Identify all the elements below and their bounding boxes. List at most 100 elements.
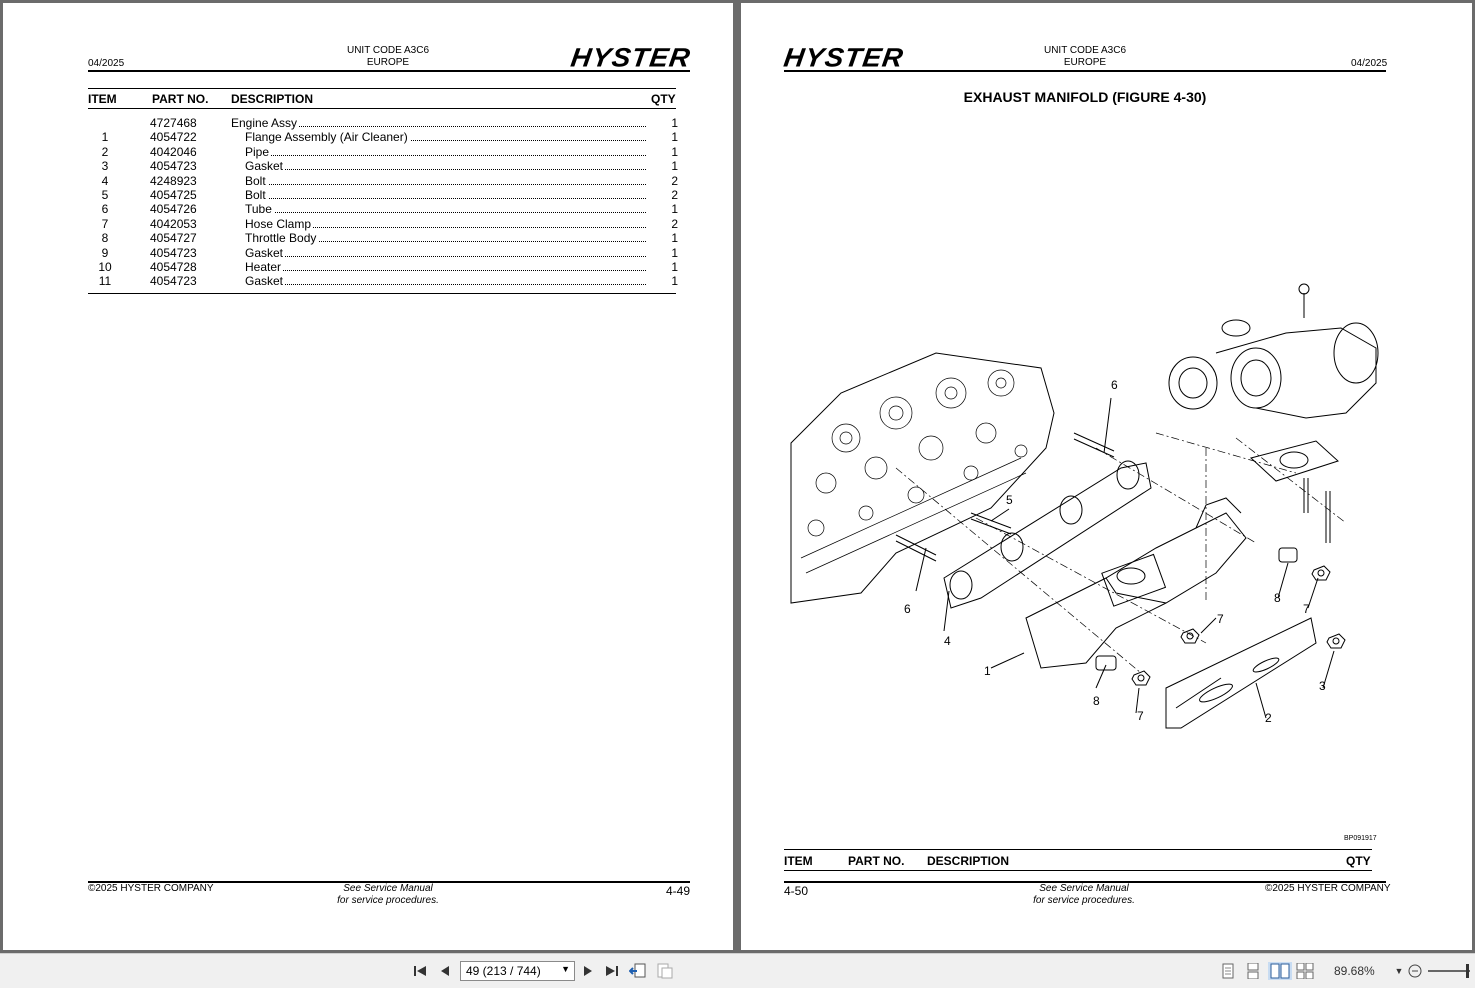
zoom-slider-thumb[interactable] [1466, 964, 1469, 978]
nut-7-bottom [1131, 670, 1151, 686]
cell-description-text: Heater [245, 260, 284, 274]
turbo-gasket [1249, 440, 1339, 482]
cell-qty: 1 [671, 116, 678, 130]
cell-description: Gasket [245, 159, 646, 174]
callout-3: 3 [1319, 679, 1326, 693]
cell-qty: 2 [671, 188, 678, 202]
footer-note-line2: for service procedures. [1033, 895, 1135, 906]
cell-qty: 1 [671, 274, 678, 289]
col-header-description: DESCRIPTION [927, 854, 1010, 868]
col-header-part-no: PART NO. [152, 92, 209, 106]
cell-part-no: 4042053 [150, 216, 197, 231]
page-number-value: 49 (213 / 744) [466, 964, 541, 978]
cell-item: 3 [101, 159, 109, 174]
cell-qty: 1 [671, 260, 678, 274]
exhaust-manifold-figure: 6 5 6 4 1 8 7 7 8 7 3 2 [790, 283, 1379, 729]
facing-icon[interactable] [1268, 962, 1292, 980]
exhaust-manifold [1025, 512, 1247, 669]
cell-description: Hose Clamp [245, 216, 646, 231]
table-header-rule [784, 870, 1372, 871]
callout-4: 4 [944, 634, 951, 648]
cell-description: Bolt [245, 188, 646, 202]
cell-item: 9 [101, 245, 109, 260]
header-rule [88, 70, 690, 72]
zoom-out-icon[interactable] [1407, 962, 1423, 980]
turbocharger [1168, 283, 1379, 419]
cell-qty: 2 [671, 173, 678, 188]
prev-page-icon[interactable] [437, 962, 453, 980]
next-view-icon[interactable] [656, 962, 674, 980]
cell-part-no: 4054728 [150, 260, 197, 274]
cell-description: Heater [245, 260, 646, 274]
cell-part-no: 4054723 [150, 274, 197, 289]
header-unit-code: UNIT CODE A3C6 [1043, 45, 1127, 56]
cell-qty: 2 [671, 216, 678, 231]
hyster-logo: HYSTER [568, 42, 693, 73]
cell-part-no: 4054723 [150, 245, 197, 260]
cell-part-no: 4054726 [150, 202, 197, 217]
cell-description-text: Hose Clamp [245, 216, 314, 231]
table-row: 7 4042053 Hose Clamp 2 [88, 216, 678, 231]
continuous-icon[interactable] [1245, 962, 1261, 980]
footer-page-number: 4-49 [666, 884, 691, 898]
cell-item: 2 [101, 144, 109, 159]
cell-description-text: Throttle Body [245, 231, 319, 246]
callout-1: 1 [984, 664, 991, 678]
cell-description: Pipe [245, 144, 646, 159]
header-date: 04/2025 [1351, 58, 1388, 69]
table-row: 4727468 Engine Assy 1 [88, 116, 678, 130]
stud-5 [970, 512, 1012, 535]
cell-qty: 1 [671, 159, 678, 174]
chevron-down-icon: ▼ [561, 964, 570, 974]
first-page-icon[interactable] [412, 962, 428, 980]
table-top-rule [88, 88, 676, 89]
cell-description-text: Gasket [245, 159, 286, 174]
turbo-stud-right [1325, 491, 1331, 543]
header-rule [784, 70, 1386, 72]
continuous-facing-icon[interactable] [1296, 962, 1314, 980]
single-page-icon[interactable] [1220, 962, 1236, 980]
col-header-qty: QTY [1346, 854, 1371, 868]
callout-8-top: 8 [1274, 591, 1281, 605]
zoom-slider[interactable] [1428, 964, 1470, 978]
cell-part-no: 4727468 [150, 116, 197, 130]
col-header-item: ITEM [88, 92, 117, 106]
cell-description-text: Gasket [245, 245, 286, 260]
zoom-level[interactable]: 89.68% [1334, 964, 1375, 978]
footer-rule [784, 881, 1386, 883]
cell-description-text: Tube [245, 202, 274, 217]
page-number-select[interactable]: 49 (213 / 744) ▼ [460, 961, 575, 981]
callout-6-bottom: 6 [904, 602, 911, 616]
callout-6-top: 6 [1111, 378, 1118, 392]
zoom-dropdown-icon[interactable]: ▼ [1394, 966, 1404, 976]
cell-description: Throttle Body [245, 231, 646, 246]
callout-7-middle: 7 [1217, 612, 1224, 626]
cell-description-text: Gasket [245, 274, 286, 289]
header-region: EUROPE [1063, 57, 1107, 68]
hyster-logo: HYSTER [781, 42, 906, 73]
cell-part-no: 4042046 [150, 144, 197, 159]
cell-item: 7 [101, 216, 109, 231]
tube-8-bottom [1095, 655, 1117, 671]
right-page: HYSTER UNIT CODE A3C6 EUROPE 04/2025 EXH… [741, 3, 1472, 950]
bolt-3 [1326, 633, 1346, 649]
next-page-icon[interactable] [580, 962, 596, 980]
cell-description: Tube [245, 202, 646, 217]
cell-qty: 1 [671, 245, 678, 260]
footer-rule [88, 881, 690, 883]
last-page-icon[interactable] [604, 962, 620, 980]
cell-item: 11 [98, 274, 112, 289]
header-date: 04/2025 [88, 58, 125, 69]
callout-5: 5 [1006, 493, 1013, 507]
cell-description: Gasket [245, 274, 646, 289]
left-page: 04/2025 UNIT CODE A3C6 EUROPE HYSTER ITE… [3, 3, 733, 950]
previous-view-icon[interactable] [629, 962, 647, 980]
footer-note-line1: See Service Manual [1039, 883, 1129, 894]
cell-description-text: Flange Assembly (Air Cleaner) [245, 130, 410, 145]
cell-description: Engine Assy [231, 116, 646, 130]
